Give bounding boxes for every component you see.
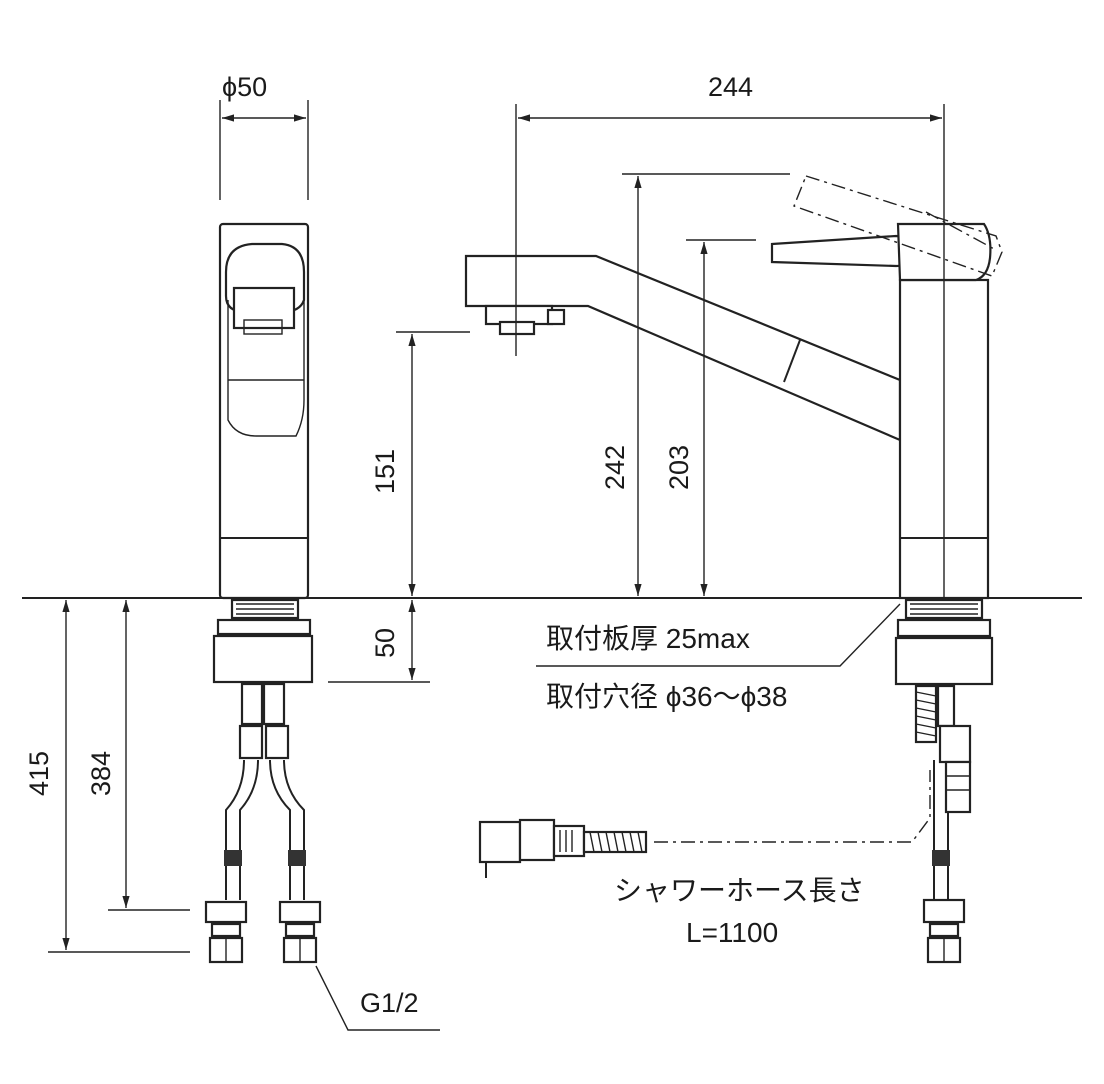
- dim-spout-heights: 242 203: [600, 173, 790, 596]
- thread-callout: G1/2: [315, 965, 440, 1031]
- label-242: 242: [600, 445, 630, 490]
- dim-clearance: 151 50: [328, 331, 470, 683]
- label-384: 384: [86, 751, 116, 796]
- label-244: 244: [708, 72, 753, 102]
- label-50: 50: [370, 628, 400, 658]
- label-side-diameter: ϕ50: [222, 72, 267, 102]
- label-plate-thickness: 取付板厚 25max: [546, 623, 750, 654]
- label-shower-hose-length: L=1100: [686, 917, 778, 948]
- side-view: [204, 222, 322, 964]
- label-shower-hose: シャワーホース長さ: [614, 875, 865, 906]
- label-151: 151: [370, 449, 400, 494]
- dim-diameter: ϕ50: [219, 72, 309, 200]
- dim-hose-lengths: 415 384: [24, 600, 190, 953]
- label-415: 415: [24, 751, 54, 796]
- label-thread: G1/2: [360, 988, 419, 1018]
- installation-notes: 取付板厚 25max 取付穴径 ϕ36～ϕ38 シャワーホース長さ L=1100: [536, 603, 901, 948]
- dim-total-width: 244: [515, 72, 945, 598]
- label-mount-hole: 取付穴径 ϕ36～ϕ38: [546, 681, 787, 712]
- label-203: 203: [664, 445, 694, 490]
- front-view: [464, 175, 1003, 964]
